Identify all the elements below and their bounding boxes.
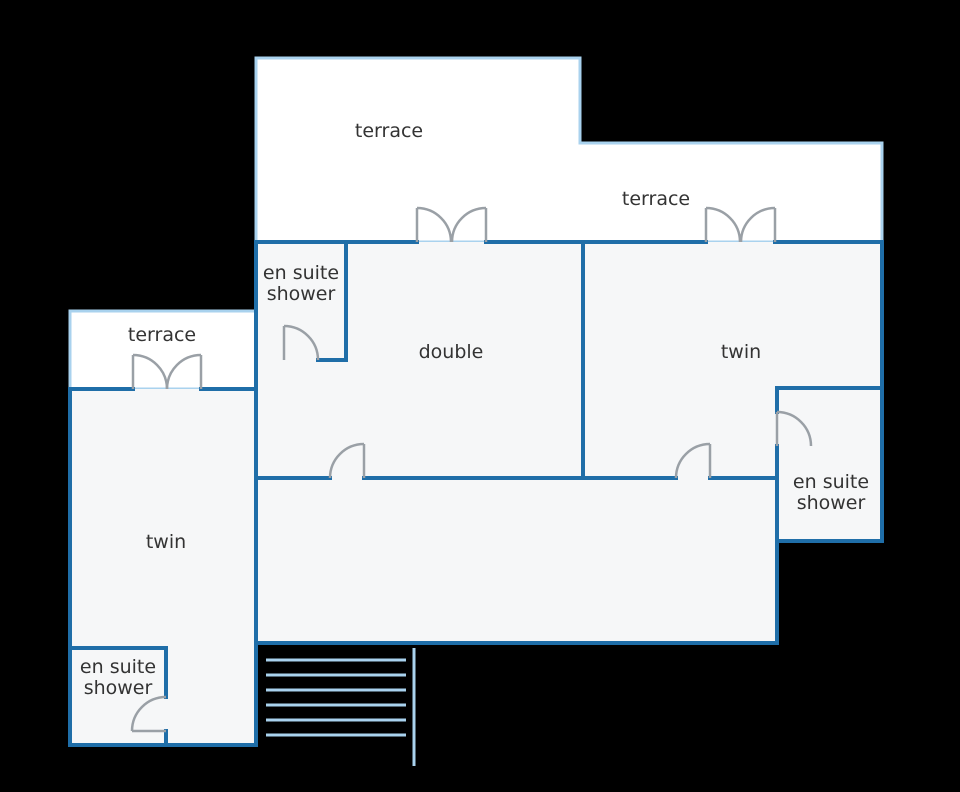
door-icon	[328, 442, 366, 479]
ensuite-right-label-line2: shower	[797, 492, 866, 514]
terrace-left-label: terrace	[128, 324, 196, 346]
terrace-top	[254, 56, 884, 244]
twin-room-left	[70, 389, 256, 745]
twin-left-label: twin	[146, 531, 186, 553]
ensuite-right	[777, 388, 882, 541]
ensuite-door-icon	[282, 324, 320, 361]
ensuite-right-label-line1: en suite	[793, 471, 869, 493]
ensuite-bottom-label-line2: shower	[84, 677, 153, 699]
terrace-left	[68, 309, 258, 391]
terrace-top-left-label: terrace	[355, 120, 423, 142]
doors	[130, 206, 813, 733]
ensuite-bottom-label-line1: en suite	[80, 656, 156, 678]
door-icon	[674, 442, 712, 479]
double-door-icon	[131, 353, 203, 390]
ensuite-top-label-line1: en suite	[263, 262, 339, 284]
double-door-icon	[704, 206, 777, 243]
twin-right-label: twin	[721, 341, 761, 363]
walls	[68, 240, 884, 747]
hallway	[256, 478, 777, 643]
ensuite-door-icon	[130, 695, 167, 733]
double-door-icon	[415, 206, 488, 243]
ensuite-top	[256, 242, 346, 360]
staircase	[266, 648, 416, 766]
terrace-top-right-label: terrace	[622, 188, 690, 210]
ensuite-door-icon	[775, 410, 813, 447]
double-label: double	[419, 341, 484, 363]
ensuite-top-label-line2: shower	[267, 283, 336, 305]
